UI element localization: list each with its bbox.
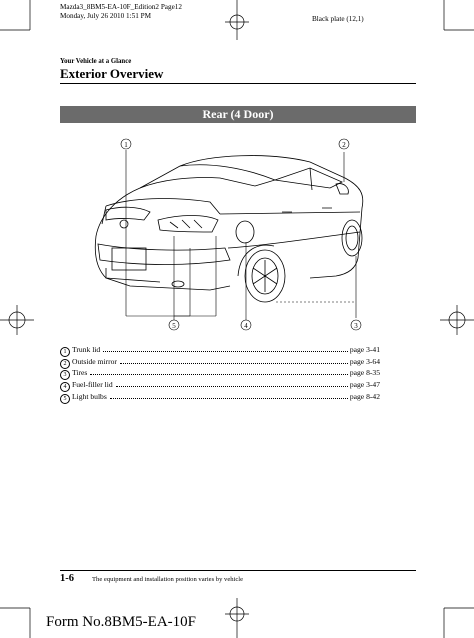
item-page-ref: page 3-47 — [349, 380, 380, 390]
item-label: Trunk lid — [72, 345, 101, 354]
list-item-fuel-filler-lid: 4 Fuel-filler lid page 3-47 — [60, 380, 380, 393]
leader-dots — [103, 351, 348, 352]
list-item-light-bulbs: 5 Light bulbs page 8-42 — [60, 392, 380, 404]
section-label: Your Vehicle at a Glance — [60, 58, 132, 65]
list-item-outside-mirror: 2 Outside mirror page 3-64 — [60, 357, 380, 369]
leader-dots — [90, 374, 348, 376]
item-label: Light bulbs — [72, 391, 107, 401]
item-page-ref: page 8-42 — [349, 391, 380, 401]
leader-dots — [115, 386, 348, 388]
item-number: 4 — [60, 382, 70, 393]
item-page-ref: page 3-64 — [349, 356, 380, 366]
view-banner: Rear (4 Door) — [60, 106, 416, 123]
form-number: Form No.8BM5-EA-10F — [46, 614, 197, 630]
item-label: Fuel-filler lid — [72, 380, 113, 390]
parts-list: 1 Trunk lid page 3-41 2 Outside mirror p… — [60, 345, 380, 404]
footnote: The equipment and installation position … — [92, 576, 244, 583]
item-number: 1 — [60, 347, 70, 357]
print-meta: Mazda3_8BM5-EA-10F_Edition2 Page12 Monda… — [60, 3, 182, 21]
callout-4: 4 — [244, 322, 248, 330]
page-number: 1-6 — [60, 573, 74, 584]
callout-5: 5 — [172, 322, 176, 330]
print-meta-line-2: Monday, July 26 2010 1:51 PM — [60, 12, 151, 20]
title-divider — [60, 83, 416, 84]
item-page-ref: page 8-35 — [349, 368, 380, 378]
plate-label: Black plate (12,1) — [312, 15, 364, 23]
callout-2: 2 — [342, 141, 346, 149]
list-item-tires: 3 Tires page 8-35 — [60, 368, 380, 381]
leader-dots — [109, 397, 348, 399]
page-title: Exterior Overview — [60, 66, 164, 81]
item-number: 3 — [60, 370, 70, 381]
car-rear-illustration: 1 2 3 4 5 — [94, 138, 364, 331]
print-meta-line-1: Mazda3_8BM5-EA-10F_Edition2 Page12 — [60, 3, 182, 11]
item-number: 5 — [60, 393, 70, 404]
item-number: 2 — [60, 358, 70, 369]
item-label: Outside mirror — [72, 356, 117, 366]
callout-3: 3 — [354, 322, 358, 330]
item-label: Tires — [72, 368, 88, 378]
list-item-trunk-lid: 1 Trunk lid page 3-41 — [60, 345, 380, 357]
footer-divider — [60, 570, 416, 571]
callout-1: 1 — [124, 141, 128, 149]
leader-dots — [119, 362, 348, 364]
item-page-ref: page 3-41 — [349, 345, 380, 354]
